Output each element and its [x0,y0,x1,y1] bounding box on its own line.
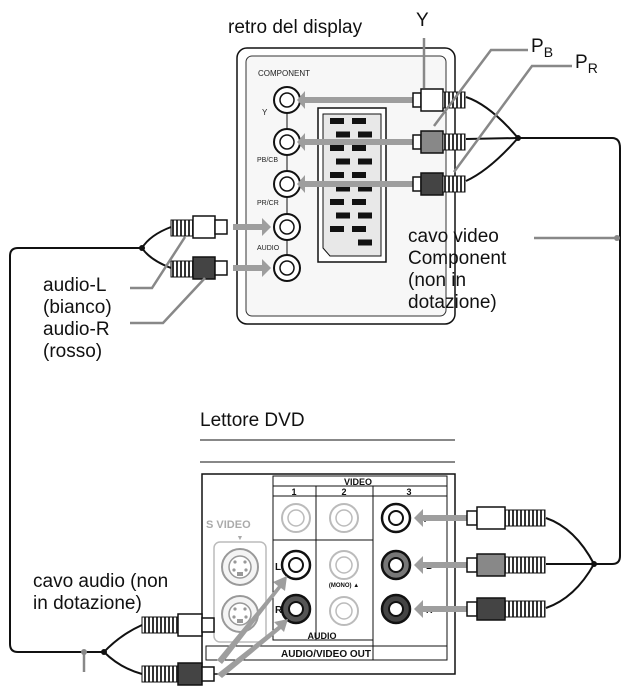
video-col-2: 2 [341,487,346,497]
mono-label: (MONO) ▲ [329,583,359,589]
plug-pb-display [412,130,466,154]
component-jack-y [380,502,412,534]
audio-l-label-1: audio-L [43,275,107,296]
dvd-player-panel: VIDEO 1 2 3 S VIDEO ▼ [200,439,456,675]
arrow-y-dvd [414,509,467,527]
scart-pin [352,172,366,178]
component-jack-pr [380,593,412,625]
display-jack-audio-l [273,213,301,241]
component-cable-label-1: cavo video [408,226,499,247]
video-col-3: 3 [406,487,411,497]
scart-pin [336,131,350,138]
mono-jack-2 [329,596,359,626]
component-jack-pb [380,549,412,581]
connection-arrows [217,91,467,678]
audio-r-label-2: (rosso) [43,341,103,362]
callout-dots [81,235,620,655]
scart-pin [330,199,344,205]
plug-pr-display [412,172,466,196]
arrow-audio-r-display [233,259,271,277]
display-jack-audio-r [273,254,301,282]
audio-cable-label-2: in dotazione) [33,593,142,614]
scart-pin [352,118,366,124]
scart-pin [336,212,350,219]
audio-jack-label: AUDIO [257,245,280,252]
video-header: VIDEO [344,477,372,487]
arrow-audio-l-dvd [217,576,287,664]
scart-pin [358,239,372,246]
component-cable-label-2: Component [408,248,507,269]
y-callout-label: Y [416,10,429,31]
cable-junctions [101,135,597,655]
audio-l-panel-label: L [275,562,281,573]
display-back-label: retro del display [228,17,363,38]
audio-r-label-1: audio-R [43,319,110,340]
scart-pin [358,212,372,219]
scart-pin [336,185,350,192]
s-video-jack-2 [221,595,259,633]
arrow-audio-l-display [233,218,271,236]
plug-y-dvd [466,506,546,530]
s-video-jack-1 [221,548,259,586]
display-jack-pr [273,170,301,198]
scart-pin [358,131,372,138]
audio-r-panel-label: R [275,605,283,616]
scart-pins [330,118,372,246]
audio-l-label-2: (bianco) [43,297,112,318]
plug-audio-l-dvd [141,613,215,637]
scart-pin [330,118,344,124]
pb-cb-label: PB/CB [257,157,278,164]
scart-pin [330,172,344,178]
arrow-pb-dvd [414,556,467,574]
plug-audio-r-display [170,256,228,280]
plug-pb-dvd [466,553,546,577]
arrow-pr-display [297,175,413,193]
video-jack-1 [281,503,311,533]
y-jack-label: Y [262,108,268,117]
display-jack-y [273,86,301,114]
scart-pin [352,226,366,232]
display-jack-pb [273,128,301,156]
scart-pin [330,145,344,151]
video-col-1: 1 [291,487,296,497]
arrow-y-display [297,91,413,109]
component-cable-label-3: (non in [408,270,467,291]
component-label: COMPONENT [258,69,310,78]
pb-callout-label: PB [531,36,554,60]
plug-pr-dvd [466,597,546,621]
plug-y-display [412,88,466,112]
scart-pin [330,226,344,232]
arrow-audio-r-dvd [217,619,288,678]
cable-wires [9,96,621,675]
scart-pin [352,145,366,151]
scart-pin [358,185,372,192]
plug-audio-l-display [170,215,228,239]
mono-jack-1 [329,550,359,580]
pr-callout-label: PR [575,52,598,76]
callout-leaders [82,38,617,672]
dvd-audio-l-jack [280,549,312,581]
arrow-pr-dvd [414,600,467,618]
pr-cr-label: PR/CR [257,200,279,207]
s-video-label: S VIDEO [206,519,251,531]
video-jack-2 [329,503,359,533]
arrow-pb-display [297,133,413,151]
component-cable-label-4: dotazione) [408,292,497,313]
audio-video-out-label: AUDIO/VIDEO OUT [281,649,371,660]
dvd-audio-label: AUDIO [308,631,337,641]
dvd-audio-r-jack [280,593,312,625]
dvd-player-label: Lettore DVD [200,410,305,431]
scart-pin [336,158,350,165]
plug-audio-r-dvd [141,662,215,686]
scart-pin [358,158,372,165]
scart-pin [352,199,366,205]
svg-text:▼: ▼ [237,535,244,542]
audio-cable-label-1: cavo audio (non [33,571,169,592]
